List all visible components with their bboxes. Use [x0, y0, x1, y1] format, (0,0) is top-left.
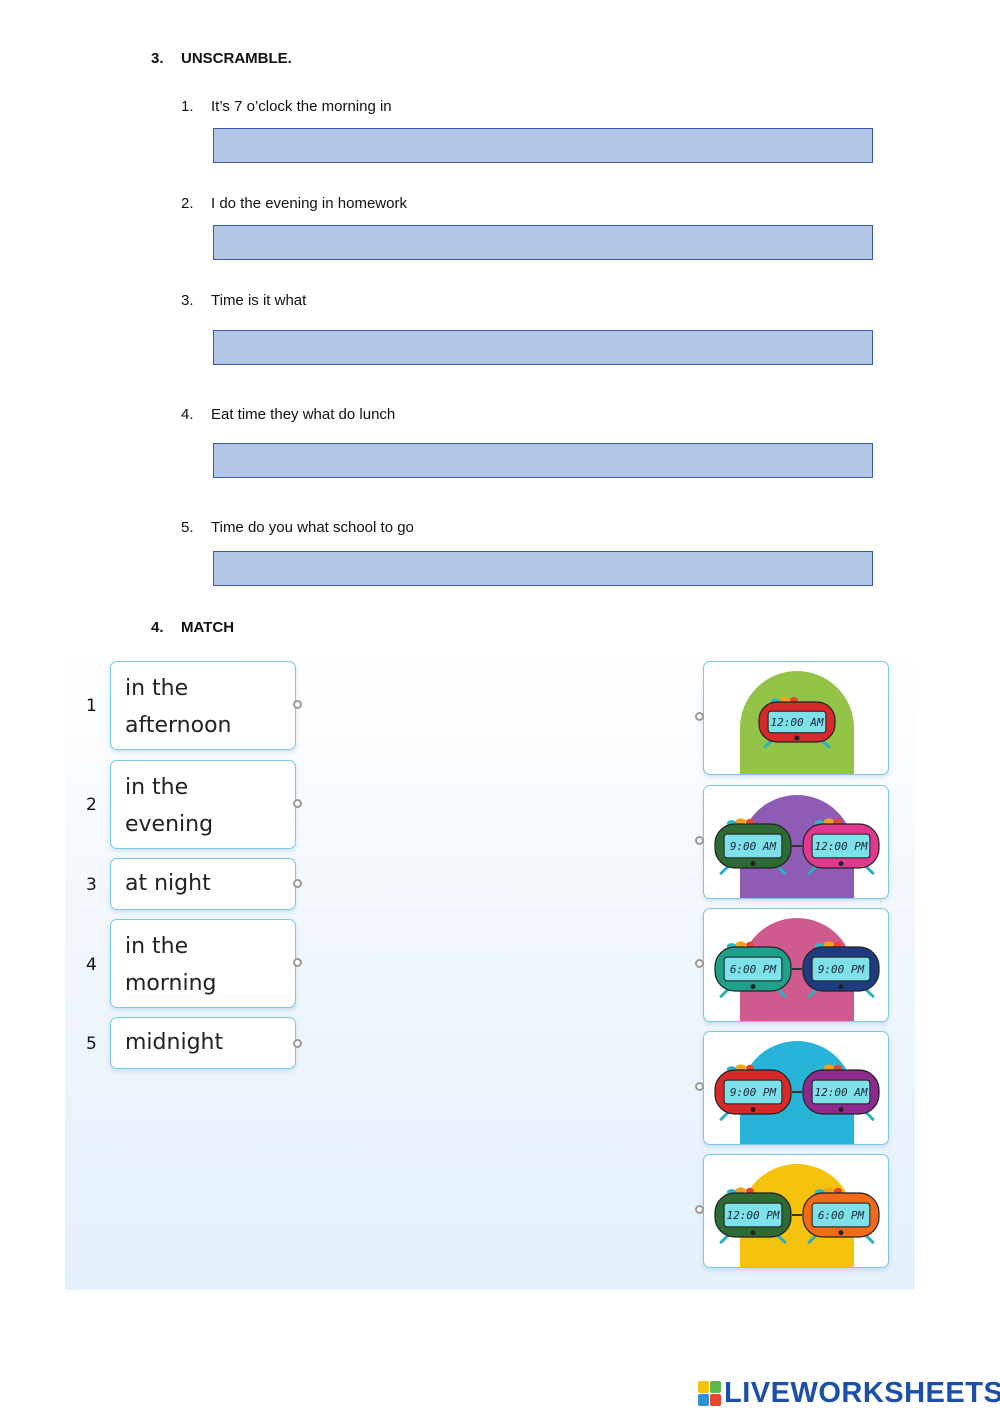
clock-card-2[interactable]: 9:00 AM 12:00 PM [703, 785, 889, 899]
clock-time-label: 12:00 AM [815, 1086, 868, 1099]
answer-field-3[interactable] [213, 330, 873, 365]
clock-card-1[interactable]: 12:00 AM [703, 661, 889, 775]
match-number-1: 1 [86, 696, 97, 716]
answer-field-1[interactable] [213, 128, 873, 163]
section-title: UNSCRAMBLE. [181, 50, 292, 67]
match-card-text: in the morning [125, 934, 217, 996]
clock-time-label: 9:00 PM [730, 1086, 777, 1099]
question-number: 3. [181, 292, 194, 309]
match-card-in-the-evening[interactable]: in the evening [110, 760, 296, 849]
connector-dot[interactable] [293, 1039, 302, 1048]
connector-dot[interactable] [695, 1082, 704, 1091]
match-card-text: in the evening [125, 775, 214, 837]
clock-time-label: 9:00 AM [730, 840, 777, 853]
alarm-clock: 12:00 PM [714, 1187, 792, 1244]
clock-card-3[interactable]: 6:00 PM 9:00 PM [703, 908, 889, 1022]
section-number: 4. [151, 619, 164, 636]
alarm-clock: 9:00 PM [714, 1064, 792, 1121]
alarm-clock: 9:00 PM [802, 941, 880, 998]
answer-field-4[interactable] [213, 443, 873, 478]
question-number: 1. [181, 98, 194, 115]
clock-time-label: 6:00 PM [730, 963, 777, 976]
alarm-clock: 12:00 PM [802, 818, 880, 875]
liveworksheets-logo-icon [698, 1381, 721, 1406]
match-number-5: 5 [86, 1034, 97, 1054]
question-number: 5. [181, 519, 194, 536]
question-text: It’s 7 o’clock the morning in [211, 98, 392, 115]
clock-time-label: 12:00 AM [771, 716, 824, 729]
connector-dot[interactable] [695, 836, 704, 845]
connector-dot[interactable] [293, 700, 302, 709]
match-number-3: 3 [86, 875, 97, 895]
connector-dot[interactable] [293, 879, 302, 888]
answer-field-5[interactable] [213, 551, 873, 586]
alarm-clock: 6:00 PM [802, 1187, 880, 1244]
brand-name: LIVEWORKSHEETS [724, 1377, 1000, 1409]
clock-time-label: 9:00 PM [818, 963, 865, 976]
section-4-heading: 4. MATCH [151, 619, 234, 636]
clock-time-label: 12:00 PM [815, 840, 868, 853]
alarm-clock-icon: 12:00 PM 6:00 PM [714, 1164, 880, 1267]
alarm-clock: 9:00 AM [714, 818, 792, 875]
question-text: I do the evening in homework [211, 195, 407, 212]
match-card-in-the-morning[interactable]: in the morning [110, 919, 296, 1008]
match-card-text: in the afternoon [125, 676, 232, 738]
section-title: MATCH [181, 619, 235, 636]
question-text: Eat time they what do lunch [211, 406, 396, 423]
alarm-clock: 12:00 AM [758, 696, 836, 749]
match-card-midnight[interactable]: midnight [110, 1017, 296, 1069]
match-number-2: 2 [86, 795, 97, 815]
clock-time-label: 12:00 PM [727, 1209, 780, 1222]
alarm-clock-icon: 6:00 PM 9:00 PM [714, 918, 880, 1021]
section-3-heading: 3. UNSCRAMBLE. [151, 50, 292, 67]
question-number: 2. [181, 195, 194, 212]
question-5: 5. Time do you what school to go [181, 519, 414, 536]
match-card-in-the-afternoon[interactable]: in the afternoon [110, 661, 296, 750]
connector-dot[interactable] [293, 958, 302, 967]
alarm-clock: 6:00 PM [714, 941, 792, 998]
connector-dot[interactable] [293, 799, 302, 808]
match-card-at-night[interactable]: at night [110, 858, 296, 910]
match-card-text: midnight [125, 1030, 224, 1055]
question-text: Time is it what [211, 292, 307, 309]
question-1: 1. It’s 7 o’clock the morning in [181, 98, 392, 115]
question-4: 4. Eat time they what do lunch [181, 406, 395, 423]
match-number-4: 4 [86, 955, 97, 975]
question-text: Time do you what school to go [211, 519, 414, 536]
question-number: 4. [181, 406, 194, 423]
question-3: 3. Time is it what [181, 292, 306, 309]
question-2: 2. I do the evening in homework [181, 195, 407, 212]
alarm-clock-icon: 9:00 AM 12:00 PM [714, 795, 880, 898]
alarm-clock-icon: 12:00 AM [740, 671, 854, 774]
connector-dot[interactable] [695, 712, 704, 721]
connector-dot[interactable] [695, 959, 704, 968]
clock-card-5[interactable]: 12:00 PM 6:00 PM [703, 1154, 889, 1268]
answer-field-2[interactable] [213, 225, 873, 260]
match-card-text: at night [125, 871, 211, 896]
section-number: 3. [151, 50, 164, 67]
clock-time-label: 6:00 PM [818, 1209, 865, 1222]
alarm-clock-icon: 9:00 PM 12:00 AM [714, 1041, 880, 1144]
clock-card-4[interactable]: 9:00 PM 12:00 AM [703, 1031, 889, 1145]
alarm-clock: 12:00 AM [802, 1064, 880, 1121]
connector-dot[interactable] [695, 1205, 704, 1214]
